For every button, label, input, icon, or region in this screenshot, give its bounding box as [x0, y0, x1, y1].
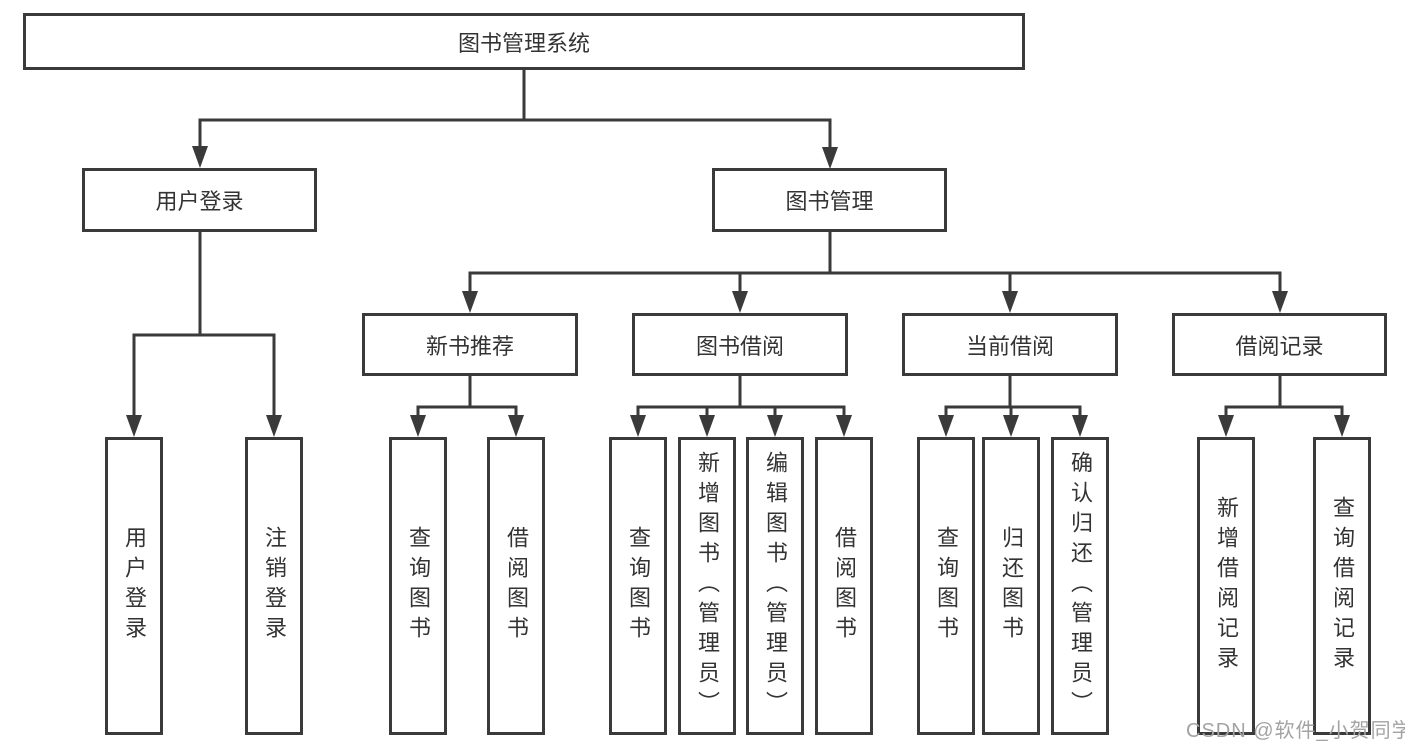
node-current-borrowing: 当前借阅	[902, 313, 1118, 376]
leaf-logout: 注销登录	[245, 437, 303, 735]
leaf-query-books-current: 查询图书	[917, 437, 975, 735]
csdn-watermark: CSDN @软件_小贺同学	[1186, 720, 1405, 742]
node-root-system: 图书管理系统	[23, 13, 1025, 70]
leaf-query-books-recommend: 查询图书	[389, 437, 447, 735]
leaf-user-login: 用户登录	[105, 437, 163, 735]
leaf-borrow-books-recommend: 借阅图书	[487, 437, 545, 735]
node-new-book-recommend: 新书推荐	[362, 313, 578, 376]
leaf-add-books-admin: 新增图书（管理员）	[678, 437, 736, 735]
node-user-login: 用户登录	[82, 168, 317, 232]
leaf-add-borrow-record: 新增借阅记录	[1197, 437, 1255, 735]
node-book-borrowing: 图书借阅	[632, 313, 848, 376]
leaf-edit-books-admin: 编辑图书（管理员）	[746, 437, 804, 735]
leaf-return-books: 归还图书	[982, 437, 1040, 735]
leaf-query-borrow-record: 查询借阅记录	[1313, 437, 1371, 735]
leaf-borrow-books-borrowing: 借阅图书	[815, 437, 873, 735]
leaf-confirm-return-admin: 确认归还（管理员）	[1051, 437, 1109, 735]
node-book-management: 图书管理	[712, 168, 947, 232]
leaf-query-books-borrowing: 查询图书	[609, 437, 667, 735]
node-borrowing-records: 借阅记录	[1172, 313, 1387, 376]
